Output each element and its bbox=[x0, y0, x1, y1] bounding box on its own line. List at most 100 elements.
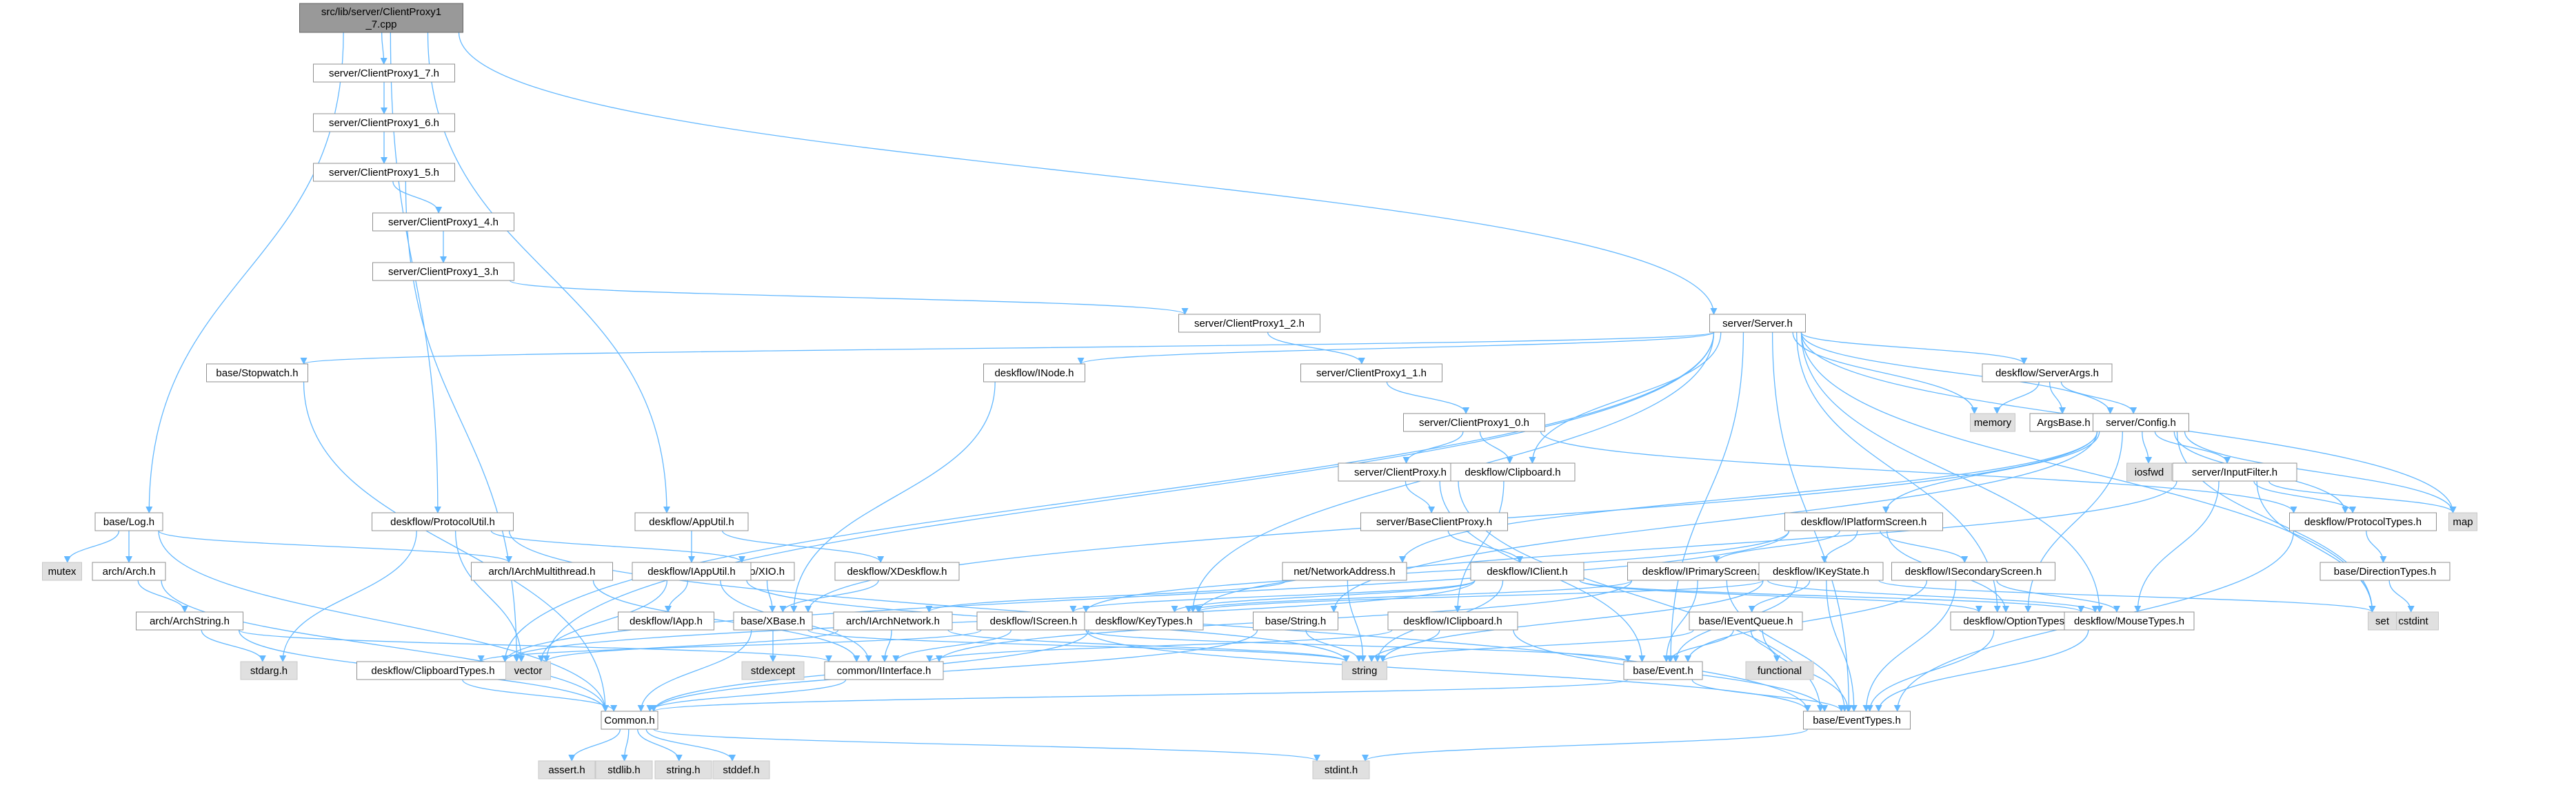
edge-iapputil-to-vector bbox=[537, 580, 668, 662]
node-eventtypes[interactable]: base/EventTypes.h bbox=[1803, 711, 1911, 730]
node-cp14h[interactable]: server/ClientProxy1_4.h bbox=[372, 212, 514, 232]
edge-cp10h-to-protocoltypes bbox=[1540, 431, 2297, 513]
node-label: functional bbox=[1758, 665, 1802, 677]
node-inputfilter[interactable]: server/InputFilter.h bbox=[2172, 462, 2297, 482]
node-box bbox=[1689, 611, 1803, 631]
node-cp12h[interactable]: server/ClientProxy1_2.h bbox=[1178, 314, 1320, 333]
node-protocoltypes[interactable]: deskflow/ProtocolTypes.h bbox=[2289, 512, 2437, 531]
node-label: server/ClientProxy1_0.h bbox=[1419, 417, 1529, 429]
node-box bbox=[1342, 661, 1387, 680]
edge-iarchmt-to-commoninterface bbox=[592, 580, 861, 662]
node-iarchnetwork[interactable]: arch/IArchNetwork.h bbox=[833, 611, 953, 631]
node-label: base/XBase.h bbox=[741, 615, 805, 627]
node-label: arch/Arch.h bbox=[103, 566, 156, 578]
edge-xbase-to-common bbox=[637, 629, 752, 712]
node-box bbox=[313, 163, 455, 182]
node-stdlib: stdlib.h bbox=[595, 760, 653, 779]
node-box bbox=[505, 661, 551, 680]
node-ieventqueue[interactable]: base/IEventQueue.h bbox=[1689, 611, 1803, 631]
node-iclipboard[interactable]: deskflow/IClipboard.h bbox=[1387, 611, 1518, 631]
edge-inputfilter-to-mousetypes bbox=[2134, 480, 2220, 613]
node-box bbox=[595, 760, 653, 779]
node-argsbase[interactable]: ArgsBase.h bbox=[2029, 413, 2098, 432]
node-keytypes[interactable]: deskflow/KeyTypes.h bbox=[1084, 611, 1204, 631]
node-apputil[interactable]: deskflow/AppUtil.h bbox=[634, 512, 749, 531]
edge-config-to-optiontypes bbox=[2024, 431, 2123, 613]
node-baselog[interactable]: base/Log.h bbox=[94, 512, 163, 531]
node-cp10h[interactable]: server/ClientProxy1_0.h bbox=[1403, 413, 1545, 432]
node-iscreen[interactable]: deskflow/IScreen.h bbox=[976, 611, 1091, 631]
node-label: base/String.h bbox=[1265, 615, 1326, 627]
node-iprimaryscreen[interactable]: deskflow/IPrimaryScreen.h bbox=[1627, 562, 1780, 581]
node-serverh[interactable]: server/Server.h bbox=[1709, 314, 1806, 333]
edge-serverh-to-stopwatch bbox=[301, 332, 1715, 365]
node-isecondaryscreen[interactable]: deskflow/ISecondaryScreen.h bbox=[1891, 562, 2055, 581]
edge-isecondaryscreen-to-eventtypes bbox=[1862, 580, 1957, 712]
node-protocolutil[interactable]: deskflow/ProtocolUtil.h bbox=[372, 512, 514, 531]
node-label: server/InputFilter.h bbox=[2192, 467, 2277, 478]
node-clientproxy[interactable]: server/ClientProxy.h bbox=[1338, 462, 1463, 482]
edge-clipboard-to-iclipboard bbox=[1453, 480, 1505, 613]
edge-inode-to-xbase bbox=[790, 381, 996, 613]
node-box bbox=[1803, 711, 1911, 730]
edge-archstring-to-stdarg bbox=[201, 629, 266, 662]
node-box bbox=[1745, 661, 1814, 680]
node-box bbox=[1970, 413, 2015, 432]
node-cp16h[interactable]: server/ClientProxy1_6.h bbox=[313, 113, 455, 132]
node-commoninterface[interactable]: common/IInterface.h bbox=[824, 661, 944, 680]
node-cp17h[interactable]: server/ClientProxy1_7.h bbox=[313, 63, 455, 83]
node-cp13h[interactable]: server/ClientProxy1_3.h bbox=[372, 262, 514, 281]
node-clipboardtypes[interactable]: deskflow/ClipboardTypes.h bbox=[356, 661, 510, 680]
edge-serverh-to-vector bbox=[543, 332, 1715, 662]
edge-iprimaryscreen-to-baseevent bbox=[1662, 580, 1698, 662]
node-box bbox=[206, 363, 308, 383]
node-label: server/ClientProxy1_4.h bbox=[388, 216, 499, 228]
node-baseclientproxy[interactable]: server/BaseClientProxy.h bbox=[1360, 512, 1508, 531]
node-optiontypes[interactable]: deskflow/OptionTypes.h bbox=[1950, 611, 2086, 631]
edge-iclient-to-iscreen bbox=[1069, 580, 1476, 613]
node-cp15h[interactable]: server/ClientProxy1_5.h bbox=[313, 163, 455, 182]
node-label: cstdint bbox=[2398, 615, 2428, 627]
node-label: deskflow/INode.h bbox=[994, 367, 1074, 379]
node-box bbox=[733, 611, 813, 631]
node-xbase[interactable]: base/XBase.h bbox=[733, 611, 813, 631]
edge-root-to-baselog bbox=[145, 32, 344, 513]
node-box bbox=[1338, 462, 1463, 482]
node-ikeystate[interactable]: deskflow/IKeyState.h bbox=[1758, 562, 1884, 581]
node-iplatformscreen[interactable]: deskflow/IPlatformScreen.h bbox=[1784, 512, 1943, 531]
node-label: memory bbox=[1974, 417, 2012, 429]
node-iapp[interactable]: deskflow/IApp.h bbox=[618, 611, 714, 631]
edge-clipboardtypes-to-common bbox=[462, 679, 618, 712]
node-iapputil[interactable]: deskflow/IAppUtil.h bbox=[632, 562, 752, 581]
node-serverargs[interactable]: deskflow/ServerArgs.h bbox=[1982, 363, 2113, 383]
node-iclient[interactable]: deskflow/IClient.h bbox=[1470, 562, 1584, 581]
node-basestring[interactable]: base/String.h bbox=[1253, 611, 1338, 631]
edge-serverh-to-baseevent bbox=[1667, 332, 1744, 662]
node-label: base/EventTypes.h bbox=[1813, 715, 1901, 726]
node-iarchmt[interactable]: arch/IArchMultithread.h bbox=[471, 562, 613, 581]
edge-basestring-to-string bbox=[1305, 629, 1362, 662]
edge-common-to-asserth bbox=[568, 728, 621, 762]
node-label: base/Stopwatch.h bbox=[216, 367, 298, 379]
node-label: ArgsBase.h bbox=[2037, 417, 2091, 429]
node-label: string bbox=[1352, 665, 1378, 677]
node-directiontypes[interactable]: base/DirectionTypes.h bbox=[2320, 562, 2451, 581]
node-baseevent[interactable]: base/Event.h bbox=[1623, 661, 1703, 680]
node-cp11h[interactable]: server/ClientProxy1_1.h bbox=[1300, 363, 1442, 383]
node-config[interactable]: server/Config.h bbox=[2093, 413, 2189, 432]
node-inode[interactable]: deskflow/INode.h bbox=[983, 363, 1085, 383]
node-netaddr[interactable]: net/NetworkAddress.h bbox=[1282, 562, 1407, 581]
node-xdeskflow[interactable]: deskflow/XDeskflow.h bbox=[834, 562, 960, 581]
edge-serverh-to-clipboard bbox=[1529, 332, 1722, 464]
node-label: stdlib.h bbox=[607, 764, 641, 776]
node-archstring[interactable]: arch/ArchString.h bbox=[136, 611, 243, 631]
edge-iplatformscreen-to-iprimaryscreen bbox=[1713, 530, 1840, 563]
node-common[interactable]: Common.h bbox=[601, 711, 658, 730]
node-stopwatch[interactable]: base/Stopwatch.h bbox=[206, 363, 308, 383]
node-archh[interactable]: arch/Arch.h bbox=[92, 562, 166, 581]
node-root[interactable]: src/lib/server/ClientProxy1_7.cpp bbox=[299, 3, 463, 33]
node-box bbox=[372, 262, 514, 281]
node-clipboard[interactable]: deskflow/Clipboard.h bbox=[1450, 462, 1576, 482]
node-label: net/NetworkAddress.h bbox=[1294, 566, 1396, 578]
node-mousetypes[interactable]: deskflow/MouseTypes.h bbox=[2064, 611, 2195, 631]
